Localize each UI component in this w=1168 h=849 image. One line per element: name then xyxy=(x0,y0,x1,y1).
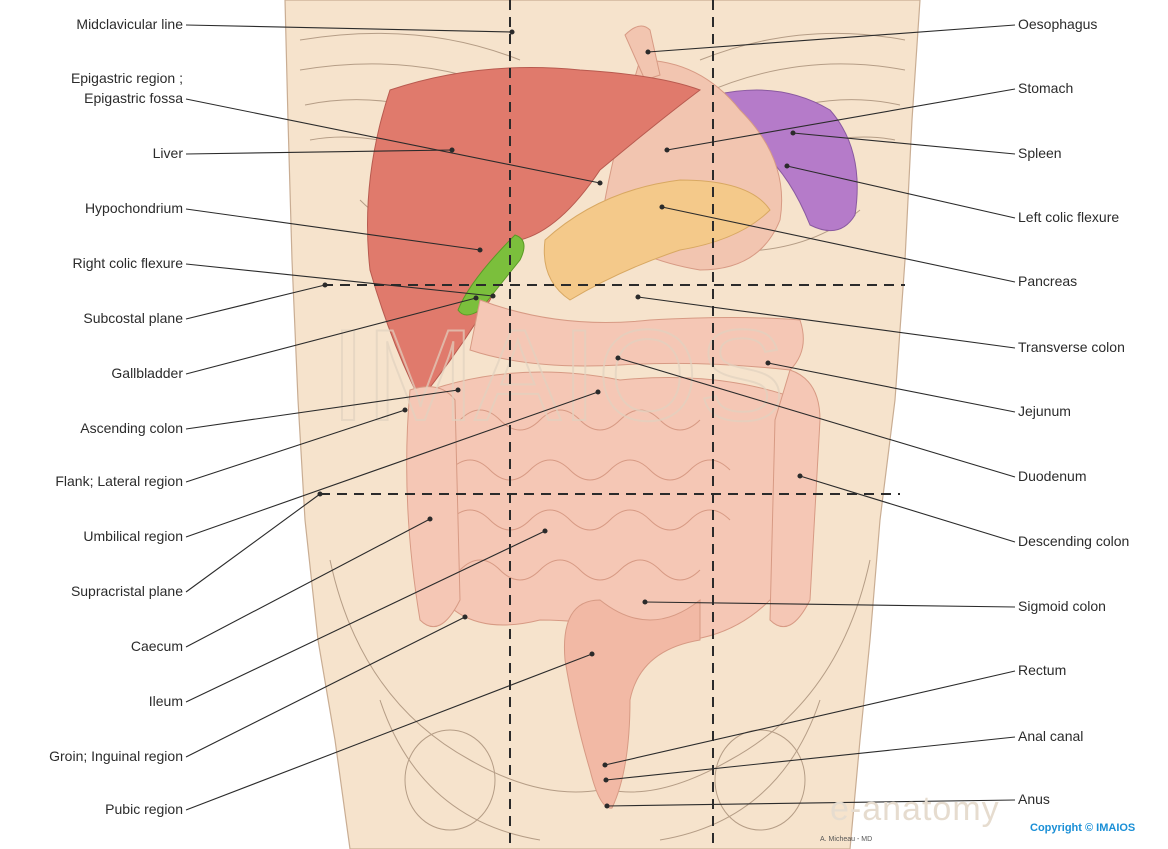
leader-dot-epigastric-fossa xyxy=(598,181,602,185)
label-oesophagus: Oesophagus xyxy=(1018,16,1097,33)
label-groin-inguinal-region: Groin; Inguinal region xyxy=(49,748,183,765)
leader-supracristal-plane xyxy=(186,494,320,592)
leader-dot-caecum xyxy=(428,517,432,521)
leader-dot-flank-lateral-region xyxy=(403,408,407,412)
leader-dot-ascending-colon xyxy=(456,388,460,392)
label-anal-canal: Anal canal xyxy=(1018,728,1083,745)
label-supracristal-plane: Supracristal plane xyxy=(71,583,183,600)
leader-dot-pubic-region xyxy=(590,652,594,656)
leader-dot-jejunum xyxy=(766,361,770,365)
leader-dot-liver xyxy=(450,148,454,152)
label-jejunum: Jejunum xyxy=(1018,403,1071,420)
leader-dot-midclavicular-line xyxy=(510,30,514,34)
leader-dot-transverse-colon xyxy=(636,295,640,299)
label-epigastric-fossa: Epigastric fossa xyxy=(84,90,183,107)
leader-dot-spleen xyxy=(791,131,795,135)
leader-dot-stomach xyxy=(665,148,669,152)
leader-dot-hypochondrium xyxy=(478,248,482,252)
leader-dot-umbilical-region xyxy=(596,390,600,394)
label-midclavicular-line: Midclavicular line xyxy=(76,16,183,33)
label-epigastric-region: Epigastric region ; xyxy=(71,70,183,87)
label-pubic-region: Pubic region xyxy=(105,801,183,818)
leader-dot-oesophagus xyxy=(646,50,650,54)
label-caecum: Caecum xyxy=(131,638,183,655)
author-credit: A. Micheau - MD xyxy=(820,836,872,843)
label-anus: Anus xyxy=(1018,791,1050,808)
leader-dot-anal-canal xyxy=(604,778,608,782)
leader-dot-gallbladder xyxy=(474,296,478,300)
label-transverse-colon: Transverse colon xyxy=(1018,339,1125,356)
leader-dot-ileum xyxy=(543,529,547,533)
label-left-colic-flexure: Left colic flexure xyxy=(1018,209,1119,226)
leader-dot-duodenum xyxy=(616,356,620,360)
label-hypochondrium: Hypochondrium xyxy=(85,200,183,217)
label-pancreas: Pancreas xyxy=(1018,273,1077,290)
label-gallbladder: Gallbladder xyxy=(111,365,183,382)
leader-dot-rectum xyxy=(603,763,607,767)
label-sigmoid-colon: Sigmoid colon xyxy=(1018,598,1106,615)
label-ileum: Ileum xyxy=(149,693,183,710)
label-subcostal-plane: Subcostal plane xyxy=(83,310,183,327)
label-spleen: Spleen xyxy=(1018,145,1062,162)
leader-dot-right-colic-flexure xyxy=(491,294,495,298)
label-stomach: Stomach xyxy=(1018,80,1073,97)
leader-dot-pancreas xyxy=(660,205,664,209)
label-ascending-colon: Ascending colon xyxy=(80,420,183,437)
watermark-small: e-anatomy xyxy=(830,790,1000,829)
label-right-colic-flexure: Right colic flexure xyxy=(73,255,184,272)
leader-dot-left-colic-flexure xyxy=(785,164,789,168)
leader-dot-groin-inguinal-region xyxy=(463,615,467,619)
label-umbilical-region: Umbilical region xyxy=(83,528,183,545)
label-rectum: Rectum xyxy=(1018,662,1066,679)
copyright-notice: Copyright © IMAIOS xyxy=(1030,822,1135,834)
label-liver: Liver xyxy=(153,145,183,162)
leader-dot-sigmoid-colon xyxy=(643,600,647,604)
label-duodenum: Duodenum xyxy=(1018,468,1087,485)
label-flank-lateral-region: Flank; Lateral region xyxy=(55,473,183,490)
leader-dot-subcostal-plane xyxy=(323,283,327,287)
watermark: IMAIOS xyxy=(330,302,785,448)
leader-dot-descending-colon xyxy=(798,474,802,478)
label-descending-colon: Descending colon xyxy=(1018,533,1129,550)
leader-dot-anus xyxy=(605,804,609,808)
leader-dot-supracristal-plane xyxy=(318,492,322,496)
